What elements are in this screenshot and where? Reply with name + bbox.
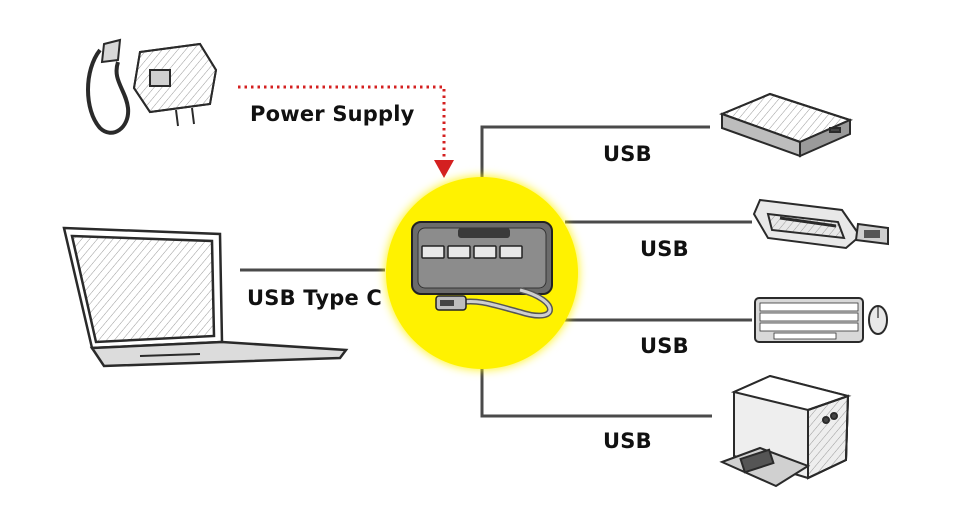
usb-label-keyboard: USB: [640, 334, 689, 358]
usb-label-card-reader: USB: [640, 237, 689, 261]
card-reader-icon: [752, 198, 889, 250]
printer-icon: [719, 374, 852, 488]
power-adapter-icon: [86, 38, 218, 135]
hub-drive-line: [480, 125, 710, 182]
hub-printer-line: [480, 366, 712, 418]
power-supply-arrow: [238, 85, 454, 178]
usb-label-printer: USB: [603, 429, 652, 453]
keyboard-mouse-icon: [754, 297, 888, 343]
usb-hub-icon: [411, 221, 553, 319]
connector-lines: [240, 125, 752, 418]
usb-label-drive: USB: [603, 142, 652, 166]
usb-type-c-label: USB Type C: [247, 286, 383, 310]
laptop-icon: [62, 226, 349, 368]
external-hard-drive-icon: [719, 92, 853, 158]
power-supply-label: Power Supply: [250, 102, 415, 126]
